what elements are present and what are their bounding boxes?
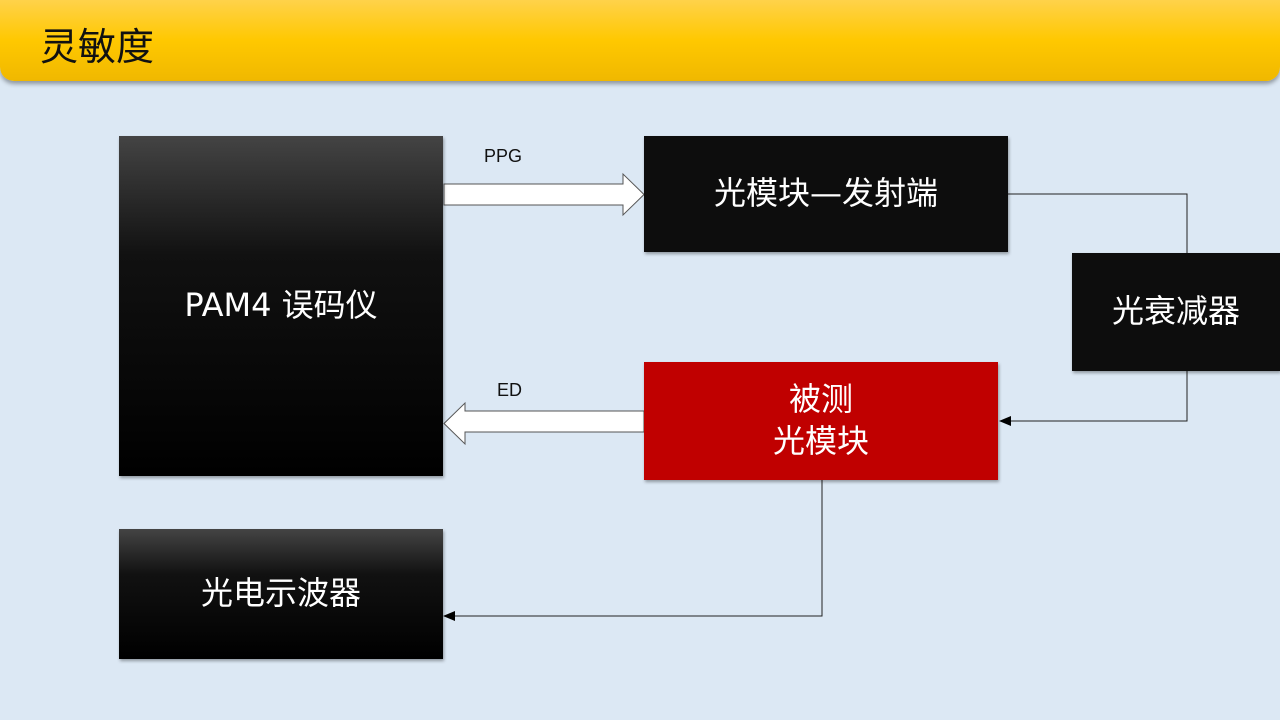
attenuator-block: 光衰减器 [1072,253,1280,371]
tx-module-block: 光模块—发射端 [644,136,1008,252]
attenuator-label: 光衰减器 [1111,292,1240,331]
ppg-arrow [443,172,645,217]
dut-label-line1: 被测 [788,380,853,419]
oscilloscope-label: 光电示波器 [200,574,361,613]
oscilloscope-block: 光电示波器 [119,529,443,659]
dut-to-scope-line [452,480,823,617]
slide-header: 灵敏度 [0,0,1280,81]
dut-module-block: 被测 光模块 [644,362,998,480]
tx-to-attenuator-line [1008,193,1188,253]
slide-title: 灵敏度 [40,25,155,69]
dut-label-line2: 光模块 [772,422,869,460]
attenuator-to-dut-line [1008,371,1188,422]
pam4-bert-label: PAM4 误码仪 [184,286,378,325]
arrowhead [999,416,1011,426]
ppg-label: PPG [484,146,523,166]
ed-arrow [443,401,645,446]
pam4-bert-block: PAM4 误码仪 [119,136,443,476]
ed-label: ED [497,380,523,400]
tx-module-label: 光模块—发射端 [713,174,938,213]
arrowhead [443,611,455,621]
